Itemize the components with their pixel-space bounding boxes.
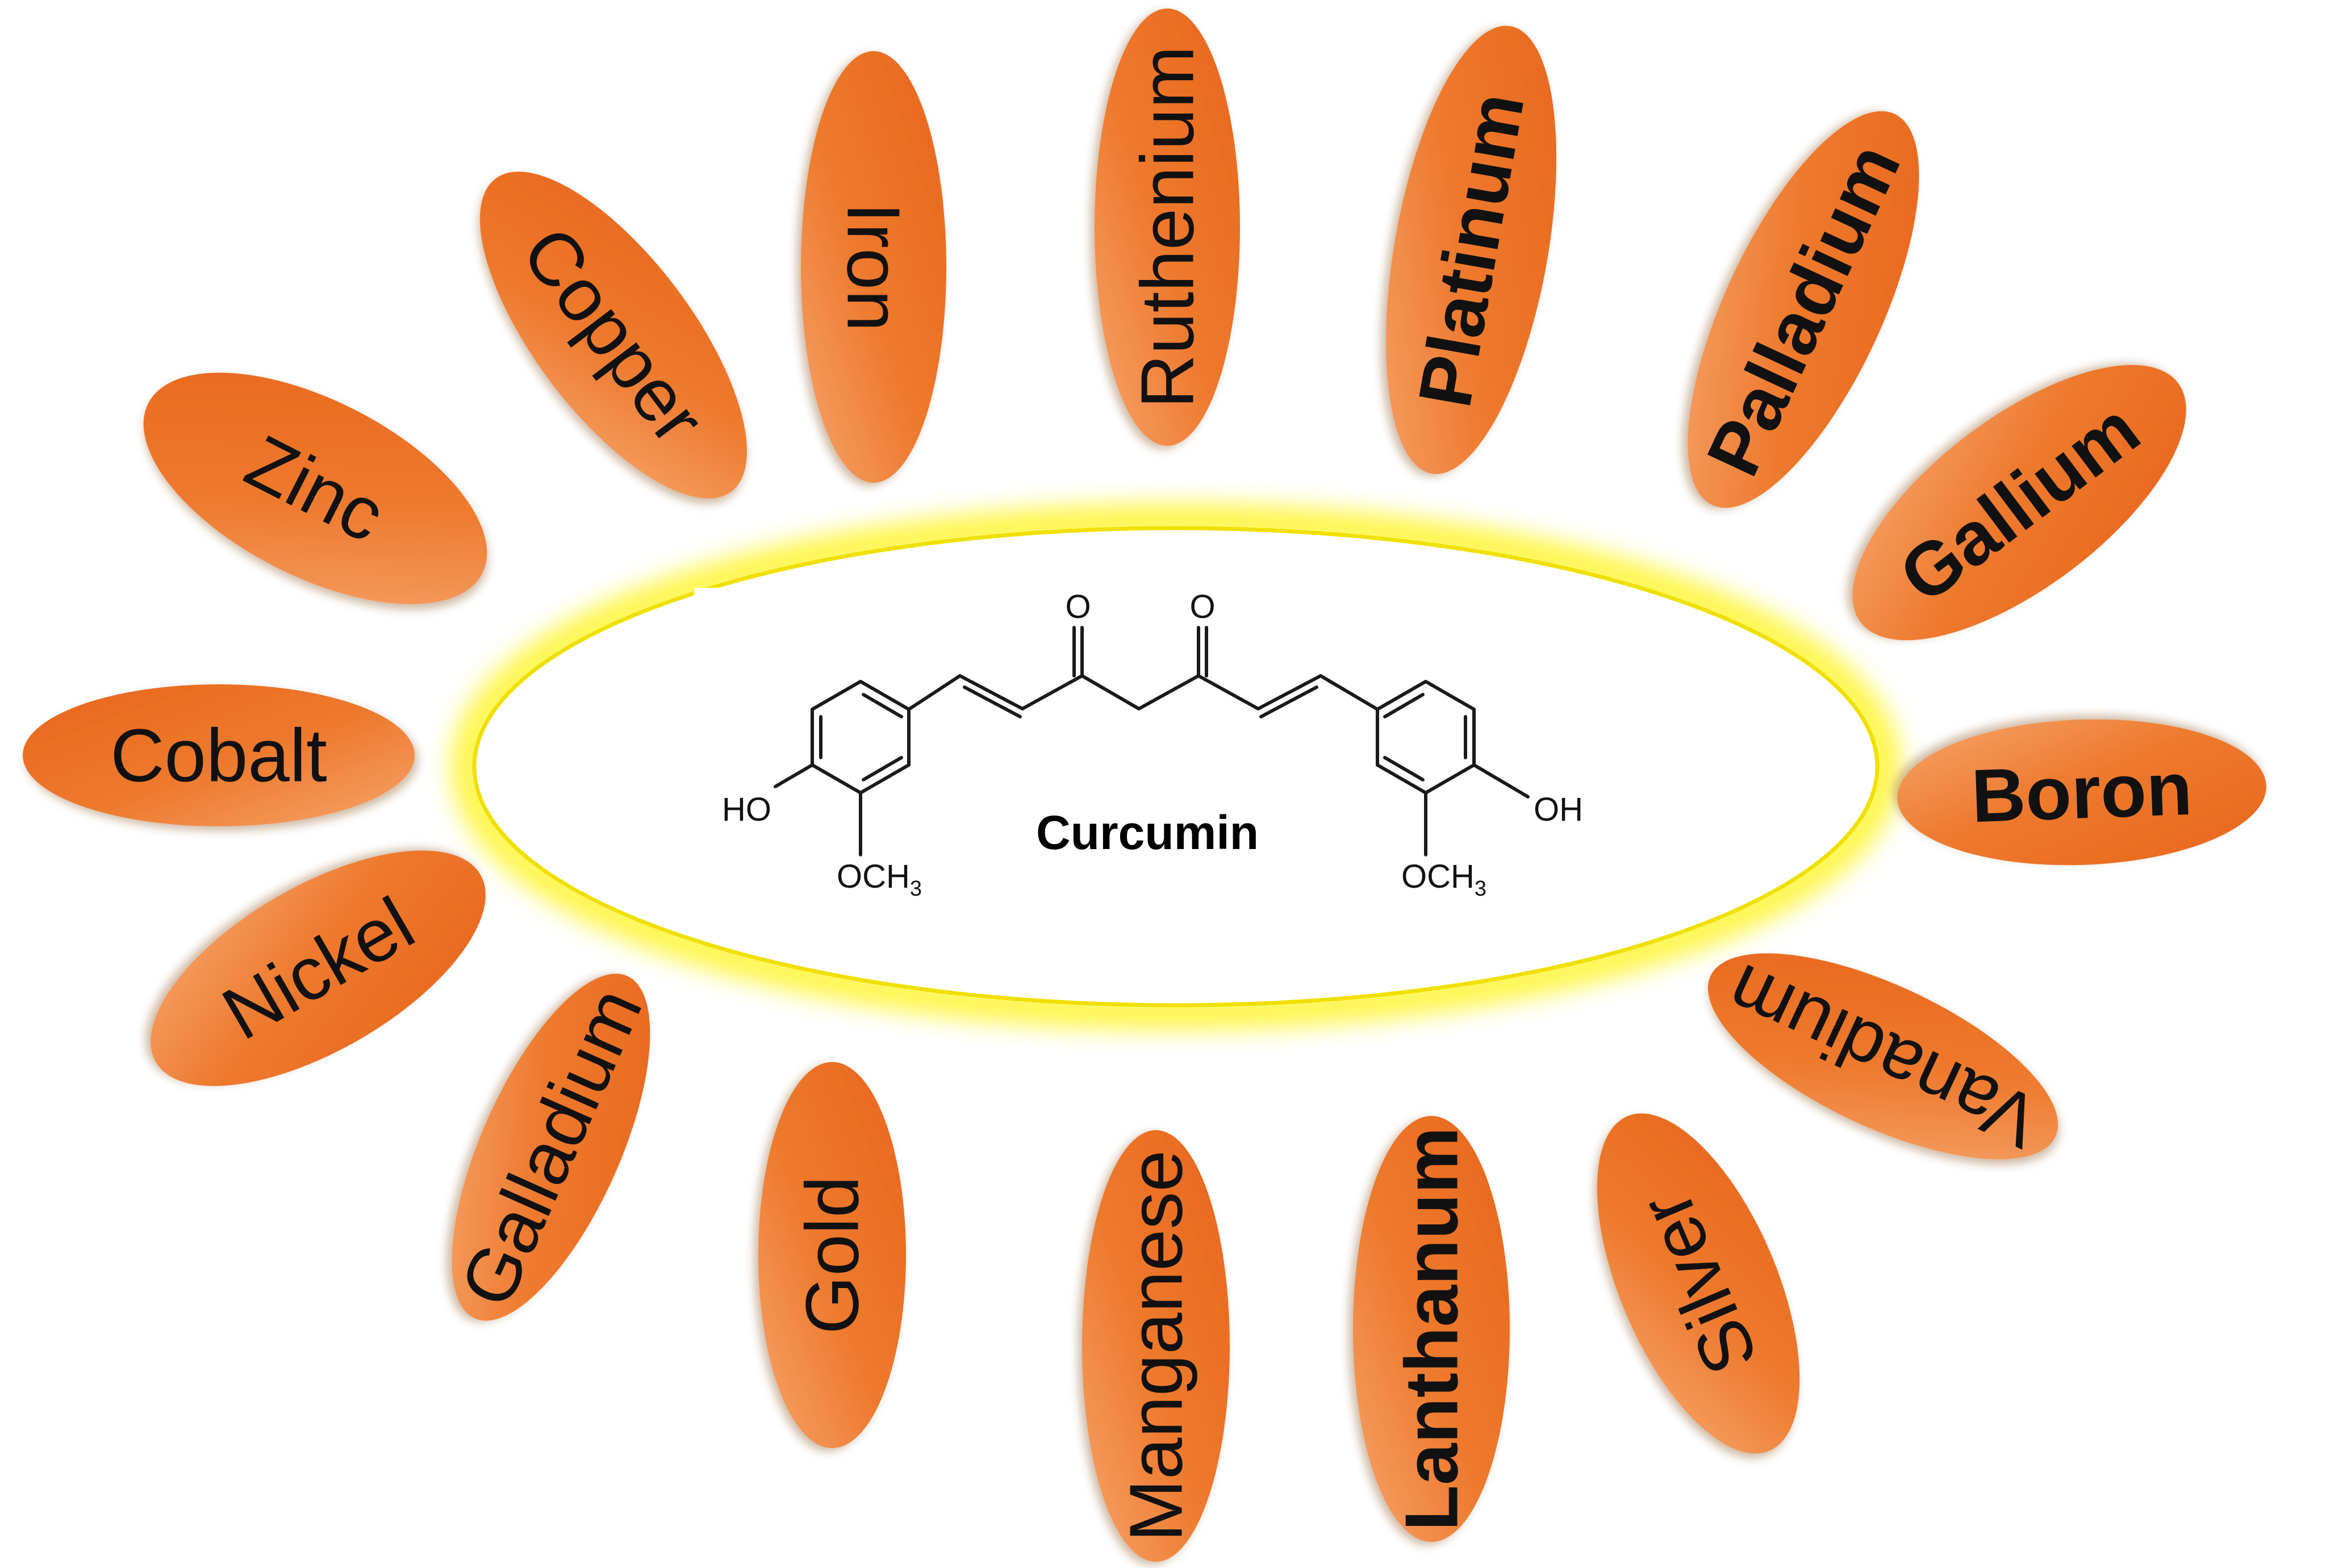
petal-shape-platinum: [1385, 26, 1557, 474]
petal-shape-ruthenium: [1095, 9, 1240, 446]
petal-gallium: Gallium: [1852, 365, 2186, 641]
hydroxyl-left-label: HO: [722, 791, 771, 828]
petal-shape-copper: [479, 172, 748, 499]
methoxy-left-text: OCH3: [837, 858, 922, 901]
curcumin-title: Curcumin: [1036, 806, 1259, 859]
metal-label-boron: Boron: [1970, 747, 2193, 838]
petal-platinum: Platinum: [1385, 26, 1557, 474]
petal-shape-zinc: [143, 373, 487, 604]
petal-cobalt: Cobalt: [23, 684, 415, 826]
petal-silver: Silver: [1597, 1113, 1800, 1454]
metal-label-lanthanum: Lanthanum: [1390, 1127, 1473, 1531]
petal-lanthanum: Lanthanum: [1353, 1116, 1510, 1542]
methoxy-left-label: OCH: [837, 858, 910, 895]
petal-vanadium: Vanadium: [1707, 948, 2058, 1164]
petal-gold: Gold: [758, 1062, 906, 1448]
oxygen-right-label: O: [1189, 588, 1215, 625]
petal-boron: Boron: [1897, 719, 2266, 865]
curcumin-structure: O O HO OH OCH3 OCH3 Curcumin: [722, 588, 1583, 901]
petal-shape-gold: [758, 1062, 906, 1448]
petal-shape-boron: [1897, 719, 2266, 865]
methoxy-right-label: OCH: [1401, 858, 1475, 895]
methoxy-left-subscript: 3: [910, 877, 922, 901]
metal-label-iron: Iron: [832, 202, 916, 331]
petal-nickel: Nickel: [151, 850, 486, 1086]
oxygen-left-label: O: [1065, 588, 1091, 625]
petal-shape-manganese: [1082, 1130, 1230, 1562]
petal-palladium: Palladium: [1688, 111, 1919, 508]
petal-iron: Iron: [801, 51, 946, 483]
petal-zinc: Zinc: [143, 373, 487, 604]
petal-shape-galladium: [452, 973, 650, 1321]
metal-label-gold: Gold: [791, 1176, 874, 1335]
metal-label-cobalt: Cobalt: [110, 714, 327, 797]
petal-shape-silver: [1597, 1113, 1800, 1454]
methoxy-right-text: OCH3: [1401, 858, 1486, 901]
petal-galladium: Galladium: [444, 973, 658, 1321]
methoxy-right-subscript: 3: [1475, 877, 1486, 901]
petal-shape-cobalt: [23, 684, 415, 826]
petal-ruthenium: Ruthenium: [1095, 9, 1240, 446]
petal-manganese: Manganese: [1082, 1130, 1230, 1562]
petal-copper: Copper: [479, 172, 748, 499]
petal-shape-vanadium: [1707, 953, 2058, 1160]
petal-shape-gallium: [1852, 365, 2186, 641]
petal-shape-lanthanum: [1353, 1116, 1510, 1542]
petal-shape-iron: [801, 51, 946, 483]
hydroxyl-right-label: OH: [1534, 791, 1583, 828]
petal-shape-palladium: [1688, 111, 1919, 508]
petal-shape-nickel: [151, 850, 486, 1086]
metal-label-ruthenium: Ruthenium: [1126, 46, 1209, 408]
metal-label-manganese: Manganese: [1114, 1150, 1198, 1542]
molecule-panel: [694, 588, 1586, 897]
